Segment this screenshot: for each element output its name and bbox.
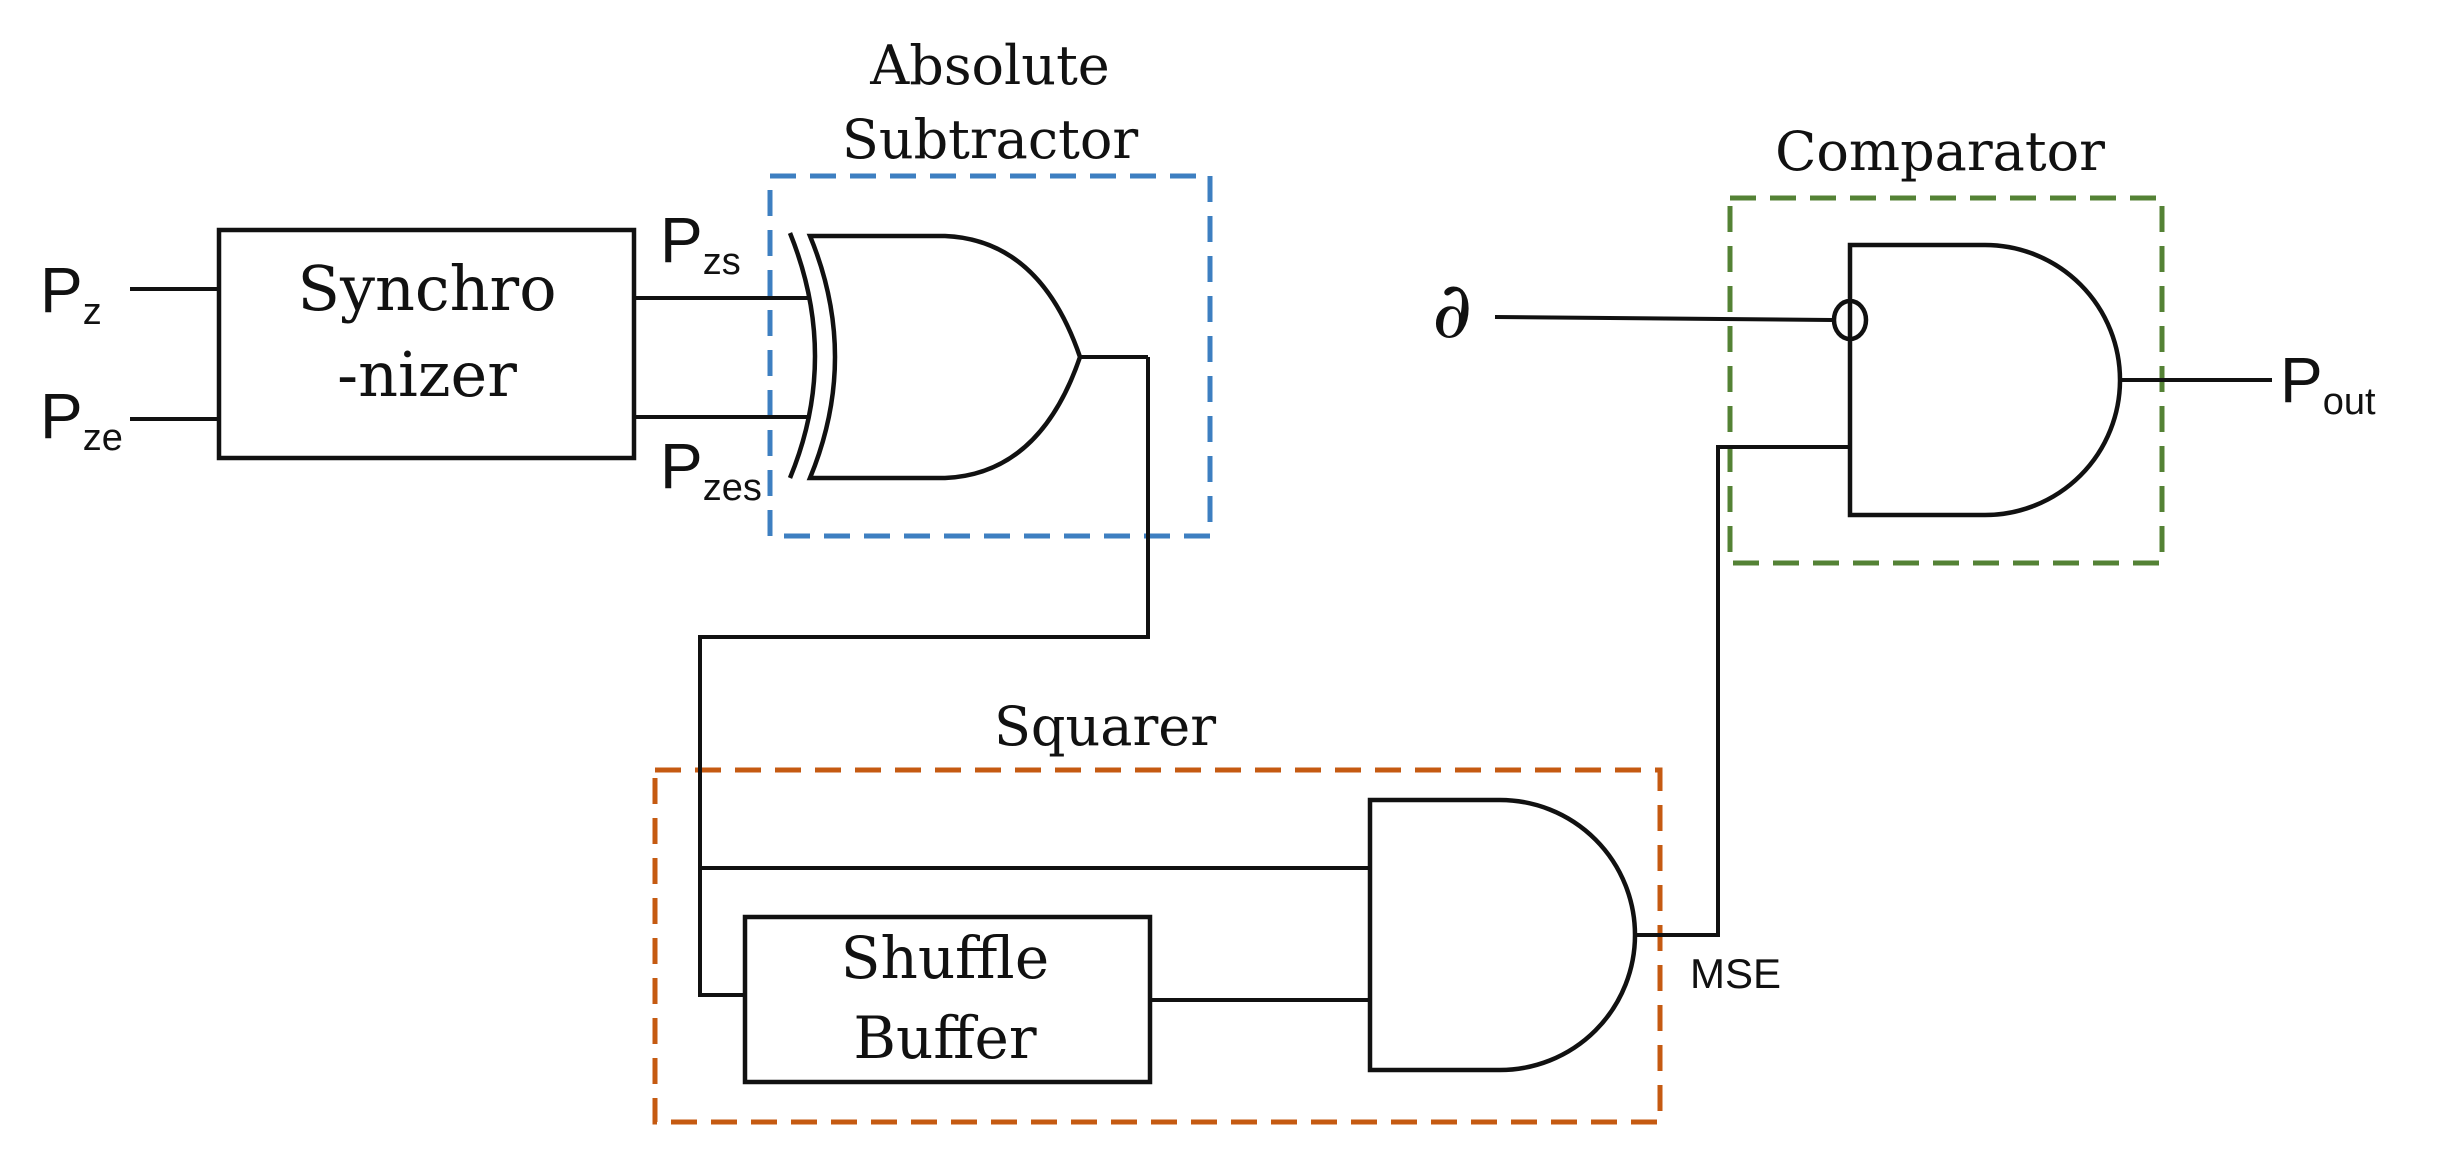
- wire-mse-to-comparator: [1635, 445, 1850, 937]
- xor-gate-body: [806, 233, 1083, 481]
- shuffle-buffer-label-line2: Buffer: [853, 1004, 1037, 1072]
- squarer-group-box: [652, 767, 1663, 1125]
- xor-gate-back-arc: [787, 232, 818, 479]
- comparator-group-box: [1727, 195, 2165, 566]
- comparator-title: Comparator: [1775, 120, 2105, 183]
- signal-pout-label: Pout: [2280, 344, 2376, 423]
- comparator-and-gate: [1847, 242, 2123, 518]
- subtractor-group-box: [767, 173, 1213, 539]
- signal-pz-label: Pz: [40, 254, 102, 333]
- squarer-and-gate: [1367, 797, 1638, 1073]
- signal-pzes-label: Pzes: [660, 430, 762, 509]
- partial-symbol: ∂: [1432, 266, 1472, 356]
- signal-pzs-label: Pzs: [660, 204, 741, 283]
- mse-label: MSE: [1690, 950, 1781, 997]
- synchronizer-label-line1: Synchro: [297, 252, 556, 325]
- squarer-title: Squarer: [994, 695, 1216, 758]
- synchronizer-block: [216, 227, 637, 461]
- subtractor-title-line1: Absolute: [869, 34, 1110, 97]
- subtractor-title-line2: Subtractor: [842, 108, 1139, 171]
- wire-partial-input: [1494, 315, 1833, 322]
- signal-pze-label: Pze: [40, 380, 123, 459]
- shuffle-buffer-label-line1: Shuffle: [841, 924, 1050, 992]
- synchronizer-label-line2: -nizer: [337, 338, 517, 411]
- wire-xor-to-squarer: [698, 357, 1150, 997]
